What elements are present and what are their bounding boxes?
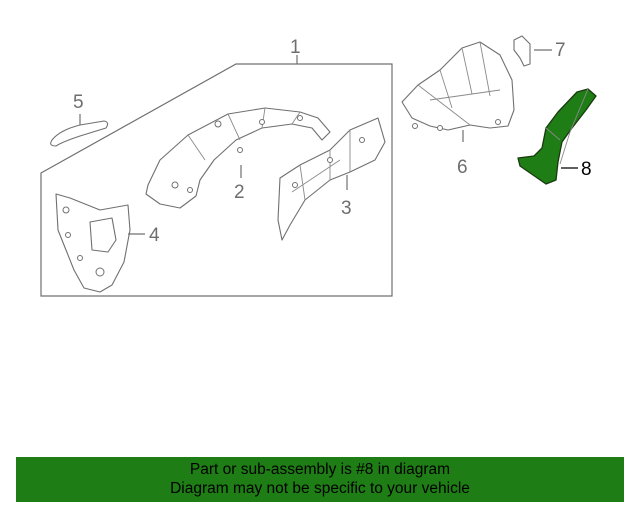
part-4-bracket [55, 193, 131, 293]
callout-3-label: 3 [341, 198, 352, 219]
part-8-reinforcement [517, 88, 597, 185]
banner-line-2: Diagram may not be specific to your vehi… [170, 480, 470, 497]
callout-7-label: 7 [555, 40, 566, 61]
callout-6-label: 6 [457, 157, 468, 178]
callout-4-label: 4 [149, 225, 160, 246]
assembly-outline [40, 63, 393, 297]
part-7-clip [513, 35, 531, 67]
part-2-wheelhouse-inner [145, 107, 331, 209]
callout-8-label: 8 [581, 159, 592, 180]
callout-1-label: 1 [290, 37, 301, 58]
callout-2-label: 2 [234, 182, 245, 203]
info-banner: Part or sub-assembly is #8 in diagram Di… [16, 457, 624, 502]
parts-diagram: 1 2 3 4 5 [40, 35, 597, 297]
callout-5-label: 5 [73, 92, 84, 113]
part-3-inner-rail [277, 117, 386, 241]
part-5-seal [50, 120, 109, 147]
banner-line-1: Part or sub-assembly is #8 in diagram [189, 461, 451, 478]
part-6-front-apron [401, 41, 515, 131]
